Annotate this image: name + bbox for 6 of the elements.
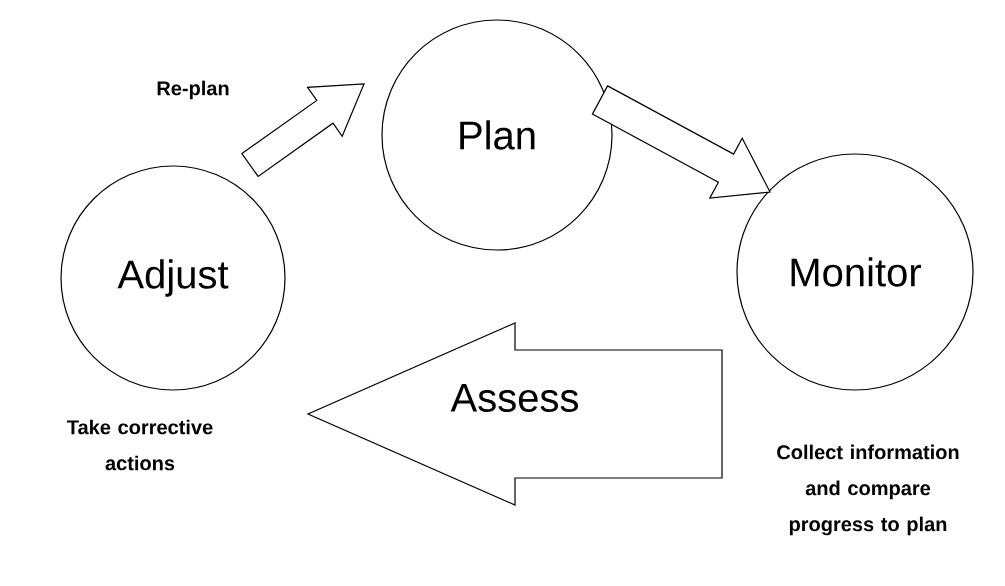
edge-label: Assess (450, 384, 578, 412)
edge-label: Re-plan (157, 80, 229, 100)
block-arrow (306, 322, 723, 506)
caption-text: Collect information and compare progress to plan (777, 444, 959, 536)
block-arrow (591, 85, 771, 199)
caption-text: Take corrective actions (67, 419, 213, 471)
